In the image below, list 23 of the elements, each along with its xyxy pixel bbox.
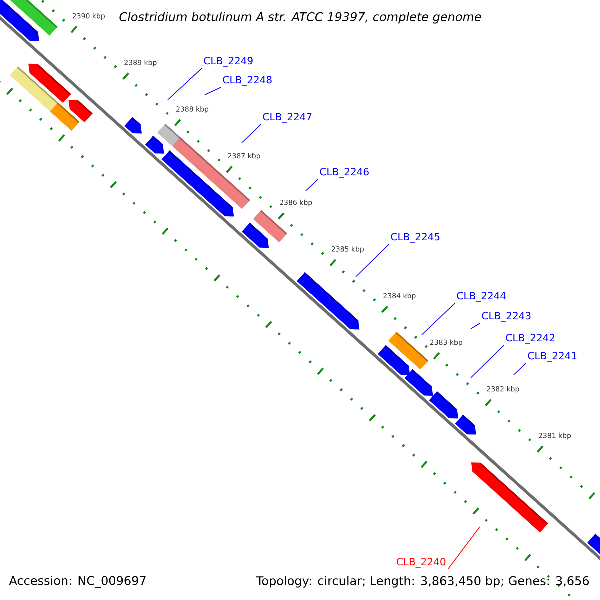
leader-line (470, 345, 504, 378)
gene-label: CLB_2245 (391, 233, 440, 243)
title: Clostridium botulinum A str. ATCC 19397, complete genome (120, 12, 482, 24)
leader-line (204, 87, 222, 96)
leader-line (356, 244, 390, 278)
gene-label: CLB_2240 (397, 558, 446, 568)
gene-label: CLB_2242 (506, 334, 555, 344)
accession-text: Accession: NC_009697 (9, 576, 146, 588)
leader-line (422, 303, 456, 336)
leader-line (168, 68, 202, 100)
gene-label: CLB_2247 (263, 113, 312, 123)
genome-summary-text: Topology: circular; Length: 3,863,450 bp; Genes: 3,656 (256, 576, 590, 588)
leader-line (470, 323, 480, 330)
gene-label: CLB_2244 (457, 292, 506, 302)
gene-label: CLB_2248 (223, 76, 272, 86)
gene-label: CLB_2249 (204, 57, 253, 67)
leader-line (306, 179, 318, 192)
leader-line (514, 363, 526, 376)
gene-label: CLB_2241 (528, 352, 577, 362)
leader-line (242, 124, 262, 144)
leader-line (448, 526, 480, 570)
gene-label: CLB_2246 (320, 168, 369, 178)
gene-label: CLB_2243 (482, 312, 531, 322)
